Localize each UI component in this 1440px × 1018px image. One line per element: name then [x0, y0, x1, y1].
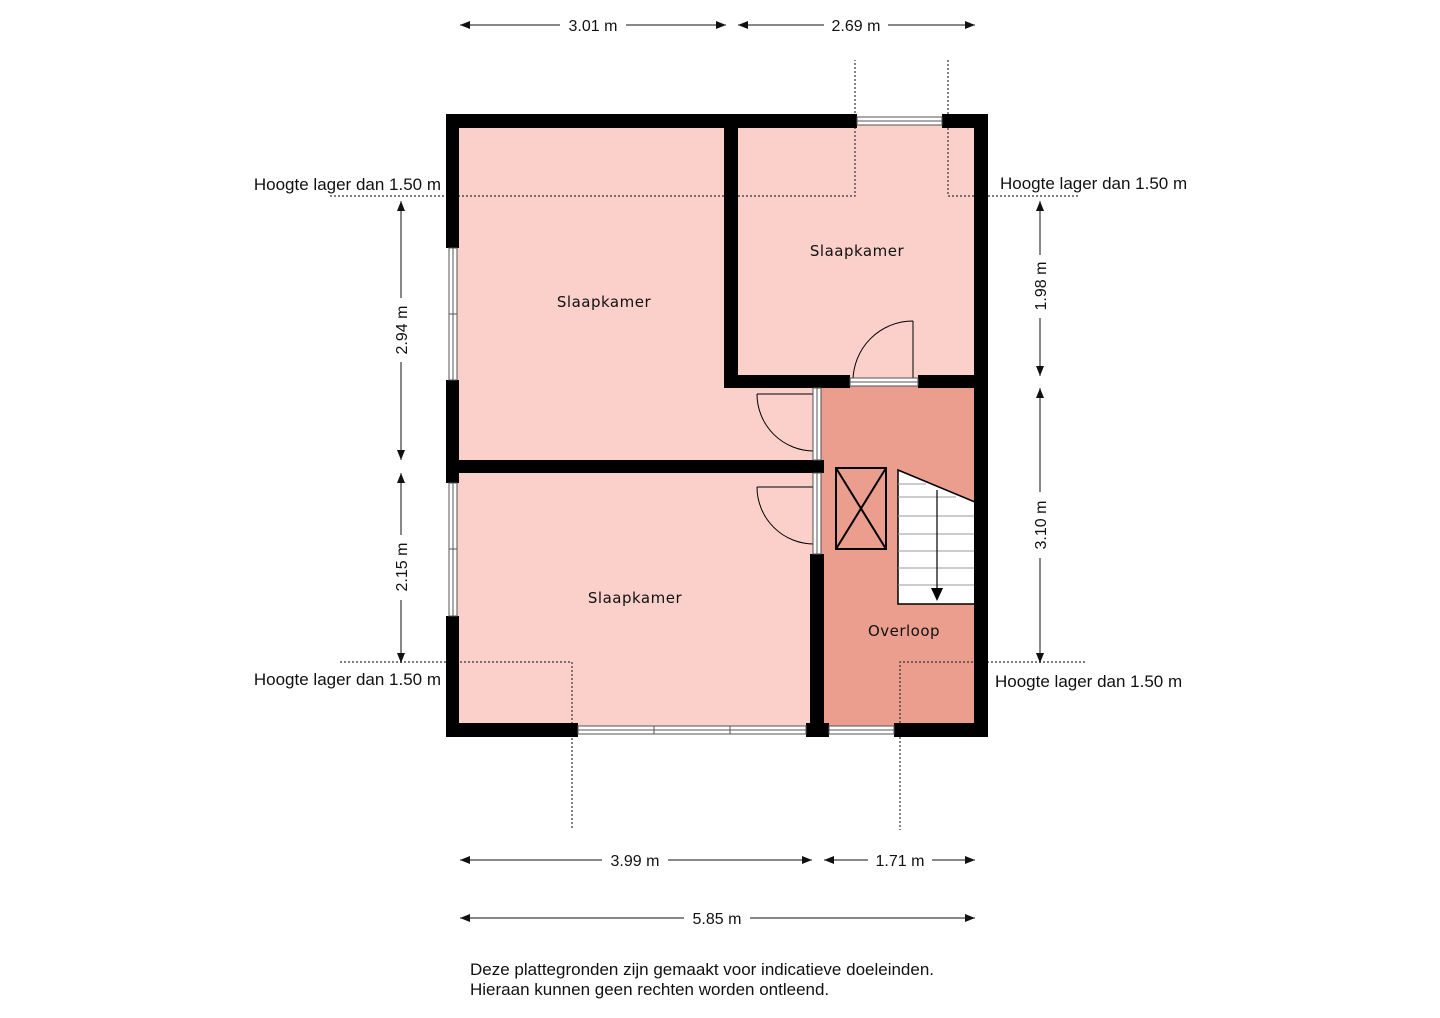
- room-fill-slaapkamer-1: [453, 121, 731, 467]
- dim-left-upper: 2.94 m: [394, 306, 411, 355]
- dim-bottom-left: 3.99 m: [611, 853, 660, 870]
- walls: [446, 114, 988, 737]
- height-note-bottom-right: Hoogte lager dan 1.50 m: [995, 672, 1182, 691]
- height-notes: Hoogte lager dan 1.50 m Hoogte lager dan…: [254, 174, 1187, 691]
- room-label-overloop: Overloop: [868, 622, 940, 640]
- dimension-lines: [397, 21, 1044, 922]
- disclaimer-line-1: Deze plattegronden zijn gemaakt voor ind…: [470, 960, 935, 979]
- dim-bottom-right: 1.71 m: [876, 853, 925, 870]
- attic-hatch: [835, 467, 887, 550]
- height-note-top-right: Hoogte lager dan 1.50 m: [1000, 174, 1187, 193]
- dimension-labels: 3.01 m 2.69 m 3.99 m 1.71 m 5.85 m 2.94 …: [394, 18, 1050, 928]
- low-height-lines: [330, 60, 1085, 830]
- room-label-slaapkamer-3: Slaapkamer: [588, 589, 683, 607]
- room-label-slaapkamer-2: Slaapkamer: [810, 242, 905, 260]
- doors: [756, 320, 914, 545]
- dim-bottom-total: 5.85 m: [693, 911, 742, 928]
- room-label-slaapkamer-1: Slaapkamer: [557, 293, 652, 311]
- dim-left-lower: 2.15 m: [394, 543, 411, 592]
- windows: [448, 116, 943, 735]
- room-labels: Slaapkamer Slaapkamer Slaapkamer Overloo…: [557, 242, 940, 640]
- height-note-top-left: Hoogte lager dan 1.50 m: [254, 175, 441, 194]
- disclaimer-line-2: Hieraan kunnen geen rechten worden ontle…: [470, 980, 830, 999]
- disclaimer: Deze plattegronden zijn gemaakt voor ind…: [470, 960, 934, 1000]
- dim-top-right: 2.69 m: [832, 18, 881, 35]
- dim-right-lower: 3.10 m: [1033, 501, 1050, 550]
- room-fill-slaapkamer-3: [453, 467, 817, 730]
- room-fill-slaapkamer-2: [731, 121, 981, 382]
- dim-right-upper: 1.98 m: [1033, 262, 1050, 311]
- room-fill-slaapkamer-1-ext: [731, 382, 817, 467]
- dim-top-left: 3.01 m: [569, 18, 618, 35]
- height-note-bottom-left: Hoogte lager dan 1.50 m: [254, 670, 441, 689]
